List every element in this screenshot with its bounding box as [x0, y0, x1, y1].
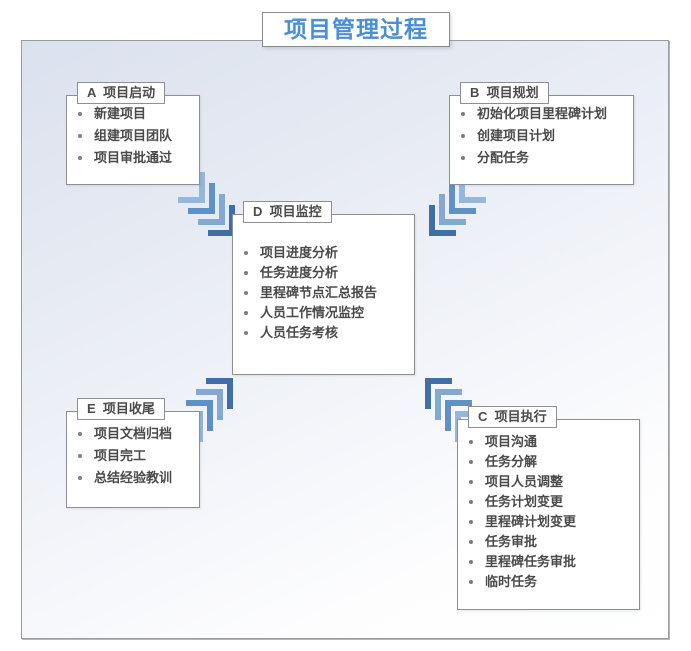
list-item: 任务计划变更: [458, 492, 639, 512]
process-box-planning: B 项目规划 初始化项目里程碑计划创建项目计划分配任务: [449, 82, 634, 185]
list-item: 项目文档归档: [67, 423, 199, 445]
list-item: 总结经验教训: [67, 467, 199, 489]
list-item: 新建项目: [67, 103, 199, 125]
process-box-closing: E 项目收尾 项目文档归档项目完工总结经验教训: [66, 398, 200, 508]
list-item: 项目完工: [67, 445, 199, 467]
list-item: 临时任务: [458, 572, 639, 592]
list-item: 任务进度分析: [233, 263, 414, 283]
list-item: 任务分解: [458, 452, 639, 472]
list-item: 项目沟通: [458, 432, 639, 452]
diagram-title: 项目管理过程: [262, 12, 450, 47]
list-item: 里程碑任务审批: [458, 552, 639, 572]
list-item: 项目审批通过: [67, 147, 199, 169]
process-box-monitoring: D 项目监控 项目进度分析任务进度分析里程碑节点汇总报告人员工作情况监控人员任务…: [232, 201, 415, 375]
box-label-closing: E 项目收尾: [77, 398, 165, 420]
list-item: 项目人员调整: [458, 472, 639, 492]
list-item: 人员工作情况监控: [233, 303, 414, 323]
list-item: 组建项目团队: [67, 125, 199, 147]
box-label-monitoring: D 项目监控: [243, 201, 332, 223]
item-list-closing: 项目文档归档项目完工总结经验教训: [67, 423, 199, 489]
list-item: 创建项目计划: [450, 125, 633, 147]
item-list-initiation: 新建项目组建项目团队项目审批通过: [67, 103, 199, 169]
box-label-initiation: A 项目启动: [77, 82, 166, 104]
list-item: 初始化项目里程碑计划: [450, 103, 633, 125]
item-list-execution: 项目沟通任务分解项目人员调整任务计划变更里程碑计划变更任务审批里程碑任务审批临时…: [458, 432, 639, 592]
item-list-planning: 初始化项目里程碑计划创建项目计划分配任务: [450, 103, 633, 169]
box-label-execution: C 项目执行: [468, 406, 557, 428]
list-item: 任务审批: [458, 532, 639, 552]
process-box-execution: C 项目执行 项目沟通任务分解项目人员调整任务计划变更里程碑计划变更任务审批里程…: [457, 406, 640, 610]
list-item: 里程碑计划变更: [458, 512, 639, 532]
list-item: 分配任务: [450, 147, 633, 169]
box-label-planning: B 项目规划: [460, 82, 549, 104]
list-item: 人员任务考核: [233, 323, 414, 343]
item-list-monitoring: 项目进度分析任务进度分析里程碑节点汇总报告人员工作情况监控人员任务考核: [233, 243, 414, 343]
process-box-initiation: A 项目启动 新建项目组建项目团队项目审批通过: [66, 82, 200, 185]
list-item: 项目进度分析: [233, 243, 414, 263]
list-item: 里程碑节点汇总报告: [233, 283, 414, 303]
